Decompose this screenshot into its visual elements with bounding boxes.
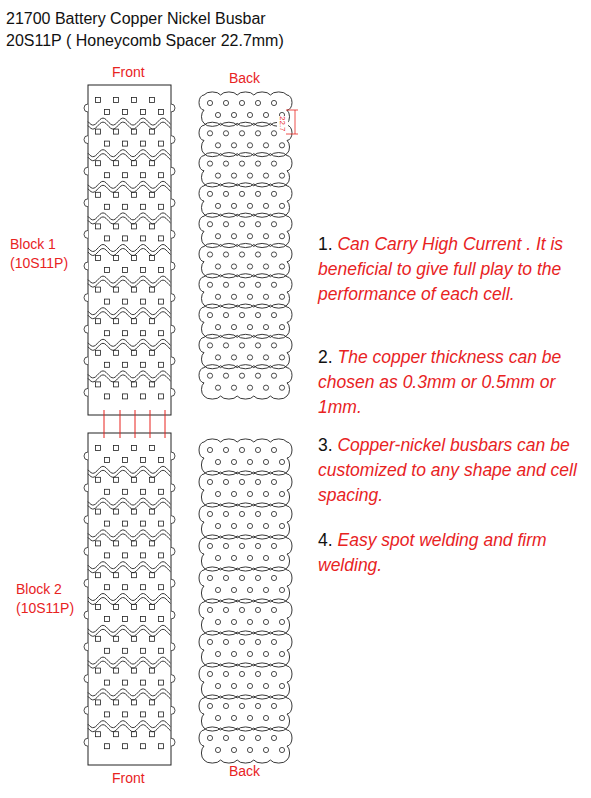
link-line [104, 410, 105, 438]
link-line [135, 410, 136, 438]
front-busbar [84, 85, 175, 415]
link-line [120, 410, 121, 438]
view-label: Front [112, 770, 145, 787]
link-line [165, 410, 166, 438]
gap [333, 435, 338, 455]
back-busbar [199, 92, 292, 399]
back-busbar [199, 439, 292, 763]
view-label: Back [229, 763, 260, 780]
note-text: The copper thickness can be chosen as 0.… [318, 347, 561, 417]
note-text: Copper-nickel busbars can be customized … [318, 435, 577, 505]
note-number: 2. [318, 347, 333, 367]
link-line [150, 410, 151, 438]
note-number: 3. [318, 435, 333, 455]
view-label: Block 2 (10S11P) [16, 580, 86, 618]
note-text: Easy spot welding and firm welding. [318, 530, 547, 575]
title: 21700 Battery Copper Nickel Busbar 20S11… [6, 8, 306, 52]
gap [333, 530, 338, 550]
gap [333, 234, 338, 254]
view-label: Block 1 (10S11P) [10, 235, 80, 273]
front-busbar [84, 433, 175, 765]
note-number: 4. [318, 530, 333, 550]
gap [333, 347, 338, 367]
dimension-label: 22.7 [277, 116, 288, 132]
note-block: 3. Copper-nickel busbars can be customiz… [318, 433, 580, 508]
note-block: 2. The copper thickness can be chosen as… [318, 345, 580, 420]
note-number: 1. [318, 234, 333, 254]
note-block: 4. Easy spot welding and firm welding. [318, 528, 580, 578]
note-text: Can Carry High Current . It is beneficia… [318, 234, 563, 304]
view-label: Front [112, 64, 145, 81]
view-label: Back [229, 70, 260, 87]
note-block: 1. Can Carry High Current . It is benefi… [318, 232, 580, 307]
